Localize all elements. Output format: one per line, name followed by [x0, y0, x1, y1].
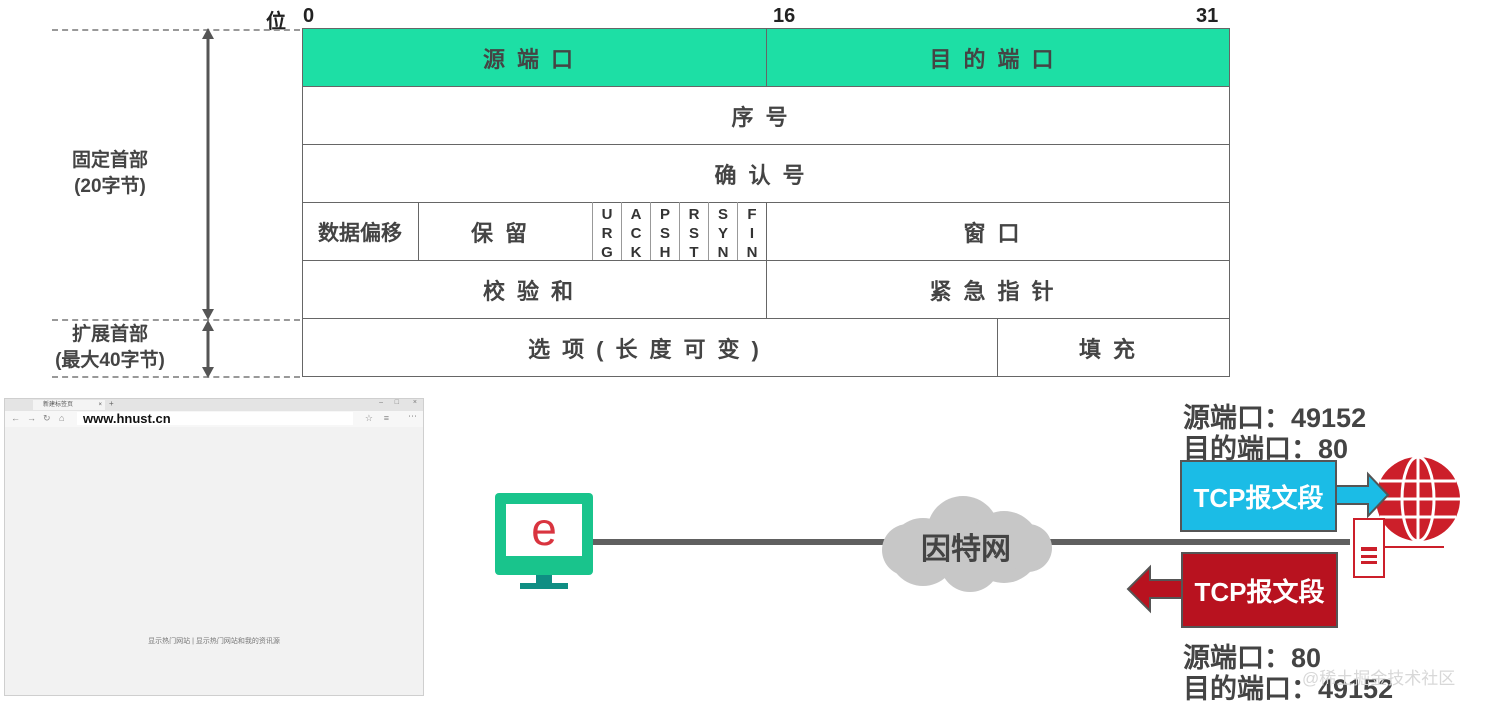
data-offset-cell: 数据偏移 [318, 221, 402, 245]
tab-close-icon[interactable]: × [98, 402, 102, 408]
new-tab-message[interactable]: 显示热门网站 | 显示热门网站和我的资讯源 [148, 638, 280, 645]
url-text: www.hnust.cn [83, 411, 171, 426]
fixed-top-dash [52, 29, 300, 31]
fixed-bottom-dash [52, 319, 300, 321]
refresh-icon[interactable]: ↻ [43, 413, 51, 423]
checksum-cell: 校验和 [482, 278, 585, 304]
bit-0: 0 [303, 5, 315, 27]
urgent-pointer-cell: 紧急指针 [929, 278, 1066, 304]
right-link [1040, 539, 1350, 545]
request-arrow [1180, 460, 1390, 532]
browser-window: 新建标签页 × + – □ × ← → ↻ ⌂ www.hnust.cn ☆ ≡… [4, 398, 424, 696]
back-icon[interactable]: ← [11, 413, 20, 423]
forward-icon[interactable]: → [27, 413, 36, 423]
request-src-port: 源端口：49152 [1183, 403, 1367, 433]
more-icon[interactable]: ⋯ [408, 411, 417, 421]
options-cell: 选项(长度可变) [528, 336, 771, 362]
ack-cell: 确认号 [714, 162, 817, 188]
ext-bottom-dash [52, 376, 300, 378]
browser-tab[interactable]: 新建标签页 × [33, 400, 105, 410]
ext-header-size: (最大40字节) [55, 350, 165, 371]
favorite-icon[interactable]: ☆ [364, 413, 373, 423]
ext-header-label: 扩展首部 [71, 324, 148, 345]
response-dst-port: 目的端口：49152 [1183, 674, 1394, 704]
browser-tab-title: 新建标签页 [43, 402, 74, 408]
maximize-icon[interactable]: □ [394, 399, 399, 406]
browser-toolbar: ← → ↻ ⌂ www.hnust.cn ☆ ≡ ⋯ [5, 411, 423, 427]
seq-cell: 序号 [731, 104, 800, 130]
reading-list-icon[interactable]: ≡ [383, 413, 389, 423]
padding-cell: 填充 [1078, 336, 1147, 362]
minimize-icon[interactable]: – [379, 399, 383, 406]
web-server-icon [1353, 455, 1460, 578]
window-close-icon[interactable]: × [412, 399, 417, 406]
client-monitor-icon [495, 493, 593, 589]
browser-e-icon: e [531, 503, 557, 555]
bit-31: 31 [1196, 5, 1219, 27]
bit-label: 位 [266, 11, 286, 33]
dst-port-cell: 目的端口 [766, 29, 1229, 86]
response-src-port: 源端口：80 [1183, 643, 1322, 673]
bit-16: 16 [773, 5, 796, 27]
src-port-cell: 源端口 [302, 29, 766, 86]
address-bar[interactable]: www.hnust.cn [77, 412, 353, 425]
browser-tabbar: 新建标签页 × + – □ × [5, 399, 423, 411]
internet-cloud-icon [882, 496, 1052, 592]
new-tab-icon[interactable]: + [109, 399, 114, 408]
response-segment-label: TCP报文段 [1194, 576, 1325, 607]
left-link [590, 539, 890, 545]
watermark: @稀土掘金技术社区 [1302, 669, 1456, 688]
request-dst-port: 目的端口：80 [1183, 434, 1349, 464]
fixed-header-label: 固定首部 [71, 150, 148, 171]
request-segment-label: TCP报文段 [1193, 482, 1324, 513]
response-arrow [1126, 552, 1338, 628]
reserved-cell: 保留 [470, 220, 539, 246]
fixed-header-size: (20字节) [74, 176, 146, 197]
window-cell: 窗口 [963, 220, 1032, 246]
size-arrows [202, 28, 214, 378]
internet-label: 因特网 [921, 533, 1011, 566]
home-icon[interactable]: ⌂ [59, 413, 65, 423]
